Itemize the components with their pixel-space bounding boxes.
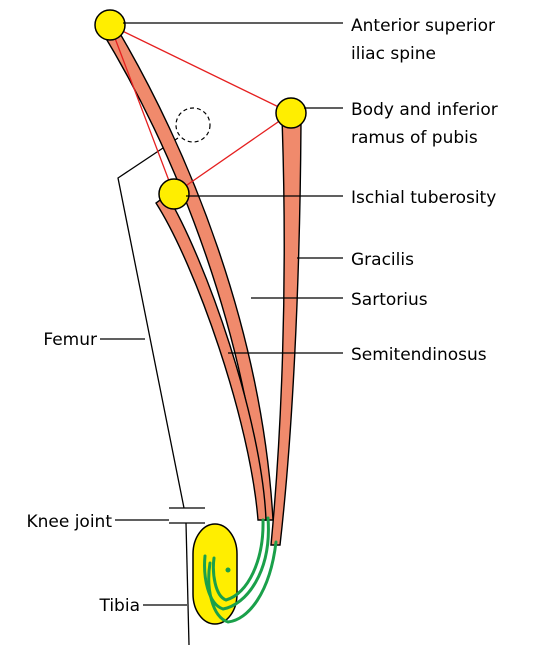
tendon-insertion-dot <box>226 568 231 573</box>
sartorius-label: Sartorius <box>351 290 428 310</box>
pubis-origin-point <box>276 98 306 128</box>
pubis-label-line1: Body and inferior <box>351 100 498 120</box>
semitendinosus-label: Semitendinosus <box>351 345 487 365</box>
gracilis-muscle <box>271 118 301 545</box>
asis-label-line1: Anterior superior <box>351 16 495 36</box>
femoral-head <box>176 108 210 142</box>
gracilis-label: Gracilis <box>351 250 414 270</box>
asis-label-line2: iliac spine <box>351 44 436 64</box>
tibia-label: Tibia <box>98 596 140 616</box>
leader-lines <box>100 23 343 605</box>
pubis-label-line2: ramus of pubis <box>351 128 478 148</box>
knee-joint-label: Knee joint <box>26 512 112 532</box>
ischial-origin-point <box>159 179 189 209</box>
asis-origin-point <box>95 10 125 40</box>
ischial-tuberosity-label: Ischial tuberosity <box>351 188 496 208</box>
femur-label: Femur <box>43 330 97 350</box>
